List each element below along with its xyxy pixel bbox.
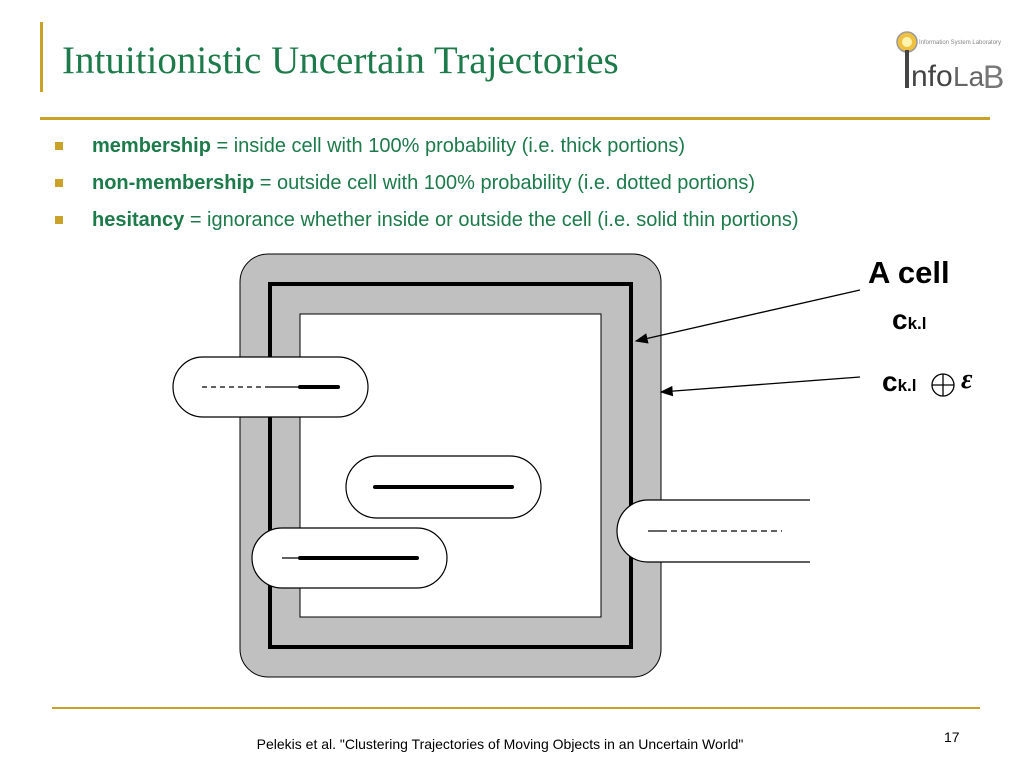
cell-symbol: c [882,366,898,397]
bullet-text: = outside cell with 100% probability (i.… [254,172,756,194]
header-rule [40,117,990,120]
bullet-membership: membership = inside cell with 100% proba… [55,132,1005,169]
cell-boundary [268,282,633,649]
bullet-marker [55,142,63,150]
bullet-marker [55,179,63,187]
logo-tagline: Information System Laboratory [919,40,1001,46]
infolab-logo: Information System Laboratory nfo La B [896,31,1003,95]
bullet-term: non-membership [92,172,255,194]
arrow-to-buffer [659,376,861,397]
bullet-list: membership = inside cell with 100% proba… [55,132,1005,243]
bullet-marker [55,216,63,224]
bullet-term: hesitancy [92,209,185,231]
label-cell-symbol: ck.l [892,304,926,336]
logo-text-2: La [953,61,985,92]
bullet-hesitancy: hesitancy = ignorance whether inside or … [55,206,1005,243]
label-buffered-cell: ck.l [882,366,916,398]
cell-subscript: k.l [897,376,917,395]
bullet-text: = ignorance whether inside or outside th… [184,209,799,231]
logo-text-1: nfo [911,60,953,93]
logo-text-3: B [983,59,1003,95]
cell-symbol: c [892,304,908,335]
title-accent-bar [40,22,43,92]
arrow-to-cell [634,289,861,344]
page-number: 17 [944,729,960,745]
footer-citation: Pelekis et al. "Clustering Trajectories … [256,736,744,752]
cell-subscript: k.l [907,314,927,333]
label-a-cell: A cell [868,255,950,290]
bullet-non-membership: non-membership = outside cell with 100% … [55,169,1005,206]
footer-rule [52,707,980,709]
bullet-text: = inside cell with 100% probability (i.e… [210,135,686,157]
oplus-icon [931,373,955,397]
slide-title: Intuitionistic Uncertain Trajectories [62,39,619,82]
bullet-term: membership [92,135,211,157]
epsilon-symbol: ε [961,364,973,395]
